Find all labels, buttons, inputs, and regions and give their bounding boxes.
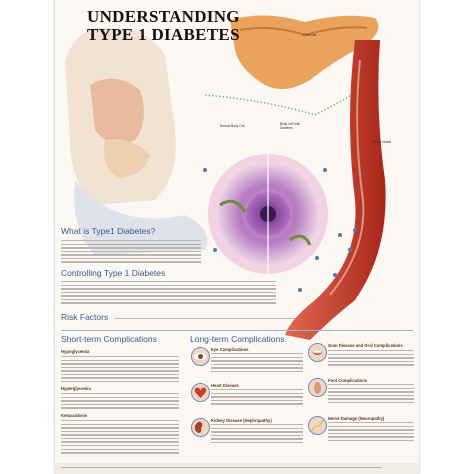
section-divider [61,330,413,331]
risk-heading: Risk Factors [61,312,109,322]
poster-title: UNDERSTANDING TYPE 1 DIABETES [87,8,240,44]
what-is-text [61,240,201,265]
foot-heading: Foot Complications [328,378,368,383]
kidney-icon [191,418,210,437]
kidney-text [211,424,303,445]
long-term-heading: Long-term Complications [190,334,285,344]
what-is-heading: What is Type1 Diabetes? [61,226,156,236]
glucose-particles [203,168,357,292]
anatomy-poster: UNDERSTANDING TYPE 1 DIABETES Pancreas N… [55,0,419,474]
body-silhouette [65,28,208,255]
heart-heading: Heart Disease [211,383,239,388]
heart-icon [191,383,210,402]
nerve-icon [308,416,327,435]
gum-text [328,350,414,368]
title-line-1: UNDERSTANDING [87,7,240,26]
eye-heading: Eye Complications [211,347,249,352]
foot-text [328,384,414,405]
title-line-2: TYPE 1 DIABETES [87,25,240,44]
risk-text [115,318,295,322]
eye-text [211,353,303,374]
nerve-text [328,422,414,443]
ketoacidosis-text [61,420,179,456]
normal-cell-label: Normal Body Cell [220,124,245,128]
eye-icon [191,347,210,366]
pancreas-label: Pancreas [303,33,317,37]
heart-text [211,389,303,407]
controlling-text [61,281,276,306]
controlling-heading: Controlling Type 1 Diabetes [61,268,166,278]
gum-heading: Gum Disease and Oral Complications [328,343,403,348]
diabetic-cell-label: Body Cell with Diabetes [280,122,301,130]
body-cell [208,150,328,278]
short-term-heading: Short-term Complications [61,334,157,344]
hyperglycemia-text [61,393,179,411]
blood-vessel-label: Blood vessel [373,140,392,144]
mouth-icon [308,343,327,362]
kidney-heading: Kidney Disease (Nephropathy) [211,418,272,423]
hyperglycemia-heading: Hyperglycemia [61,386,91,391]
poster-footer [55,463,419,474]
pancreas [230,15,379,90]
foot-icon [308,378,327,397]
blood-vessel [285,40,386,340]
illustration [65,15,386,340]
hypoglycemia-text [61,356,179,385]
ketoacidosis-heading: Ketoacidosis [61,413,88,418]
nerve-heading: Nerve Damage (Neuropathy) [328,416,385,421]
hypoglycemia-heading: Hypoglycemia [61,349,90,354]
